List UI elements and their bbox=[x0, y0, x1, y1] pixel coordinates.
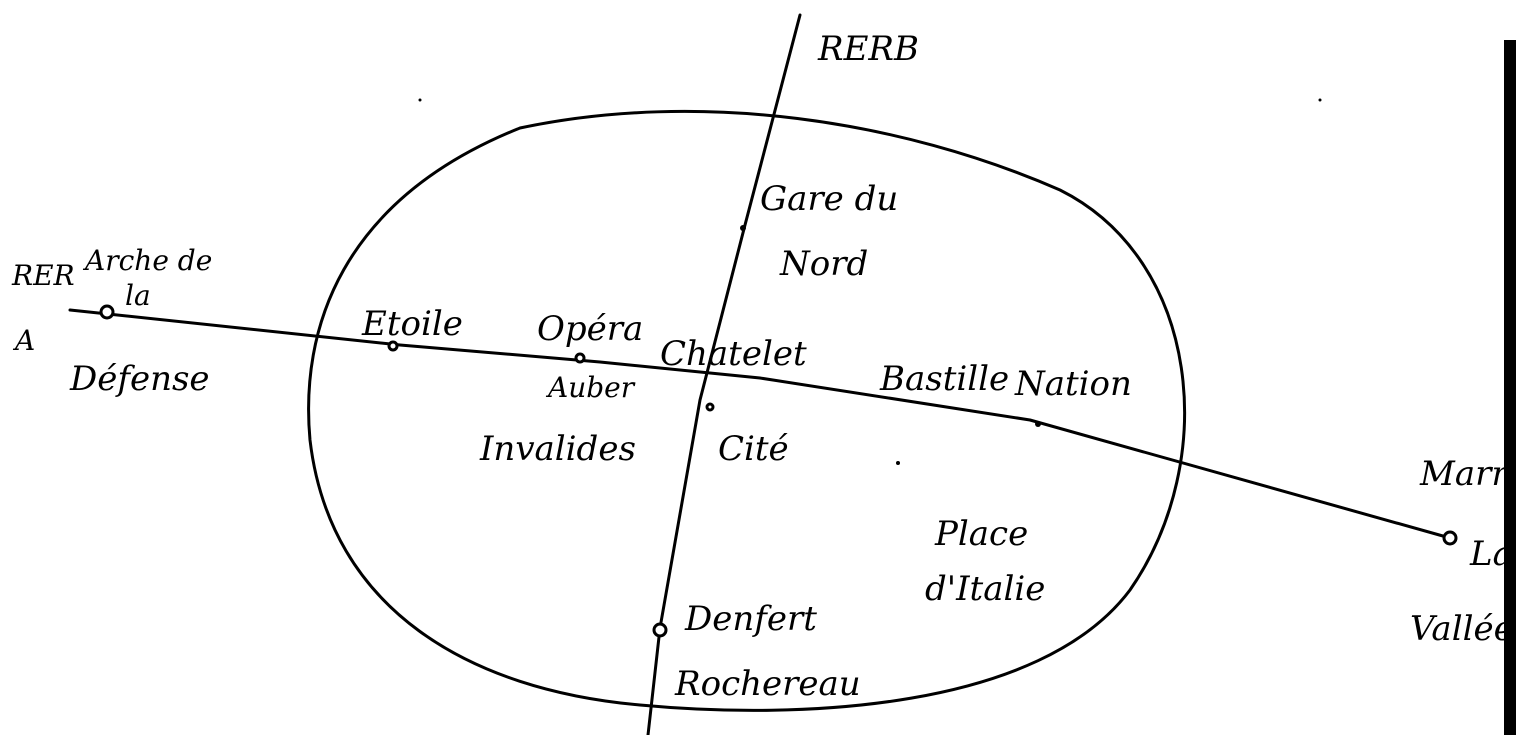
station-marker-etoile bbox=[387, 340, 399, 352]
station-marker-nation bbox=[1035, 421, 1041, 427]
stray-dot bbox=[1318, 98, 1322, 102]
label-invalides: Invalides bbox=[479, 429, 636, 469]
label-etoile: Etoile bbox=[361, 304, 463, 344]
label-bastille: Bastille bbox=[879, 359, 1009, 399]
station-marker-denfert bbox=[652, 622, 668, 638]
label-chatelet: Chatelet bbox=[660, 334, 807, 374]
label-arche-defense-1: Arche de bbox=[82, 244, 212, 277]
label-rer-a-1: RER bbox=[11, 259, 75, 292]
station-marker-marne bbox=[1442, 530, 1458, 546]
station-marker-arche-defense bbox=[99, 304, 115, 320]
label-denfert-2: Rochereau bbox=[674, 664, 861, 704]
station-marker-place-italie bbox=[896, 461, 900, 465]
label-cite: Cité bbox=[718, 429, 789, 469]
rer-b-line bbox=[646, 13, 802, 735]
label-nation: Nation bbox=[1014, 364, 1132, 404]
label-arche-defense-3: Défense bbox=[69, 359, 210, 399]
station-marker-cite bbox=[705, 402, 715, 412]
map-labels: RERB RER A Arche de la Défense Etoile Op… bbox=[11, 29, 1516, 704]
label-rer-a-2: A bbox=[12, 324, 35, 357]
label-marne-1: Marne bbox=[1419, 454, 1516, 494]
label-opera-2: Auber bbox=[545, 371, 636, 404]
label-arche-defense-2: la bbox=[125, 279, 151, 312]
label-gare-du-nord-2: Nord bbox=[779, 244, 868, 284]
label-opera-1: Opéra bbox=[537, 309, 643, 349]
station-markers bbox=[99, 98, 1458, 638]
label-place-italie-2: d'Italie bbox=[925, 569, 1045, 609]
label-rer-b: RERB bbox=[817, 29, 919, 69]
scan-edge-bar bbox=[1504, 40, 1516, 735]
label-place-italie-1: Place bbox=[934, 514, 1028, 554]
station-marker-gare-du-nord bbox=[740, 225, 746, 231]
station-marker-opera bbox=[574, 352, 586, 364]
rer-a-line bbox=[68, 308, 1452, 540]
paris-boundary-ellipse bbox=[307, 109, 1187, 712]
label-gare-du-nord-1: Gare du bbox=[760, 179, 898, 219]
label-marne-3: Vallée bbox=[1410, 609, 1514, 649]
stray-dot bbox=[418, 98, 422, 102]
label-denfert-1: Denfert bbox=[684, 599, 817, 639]
